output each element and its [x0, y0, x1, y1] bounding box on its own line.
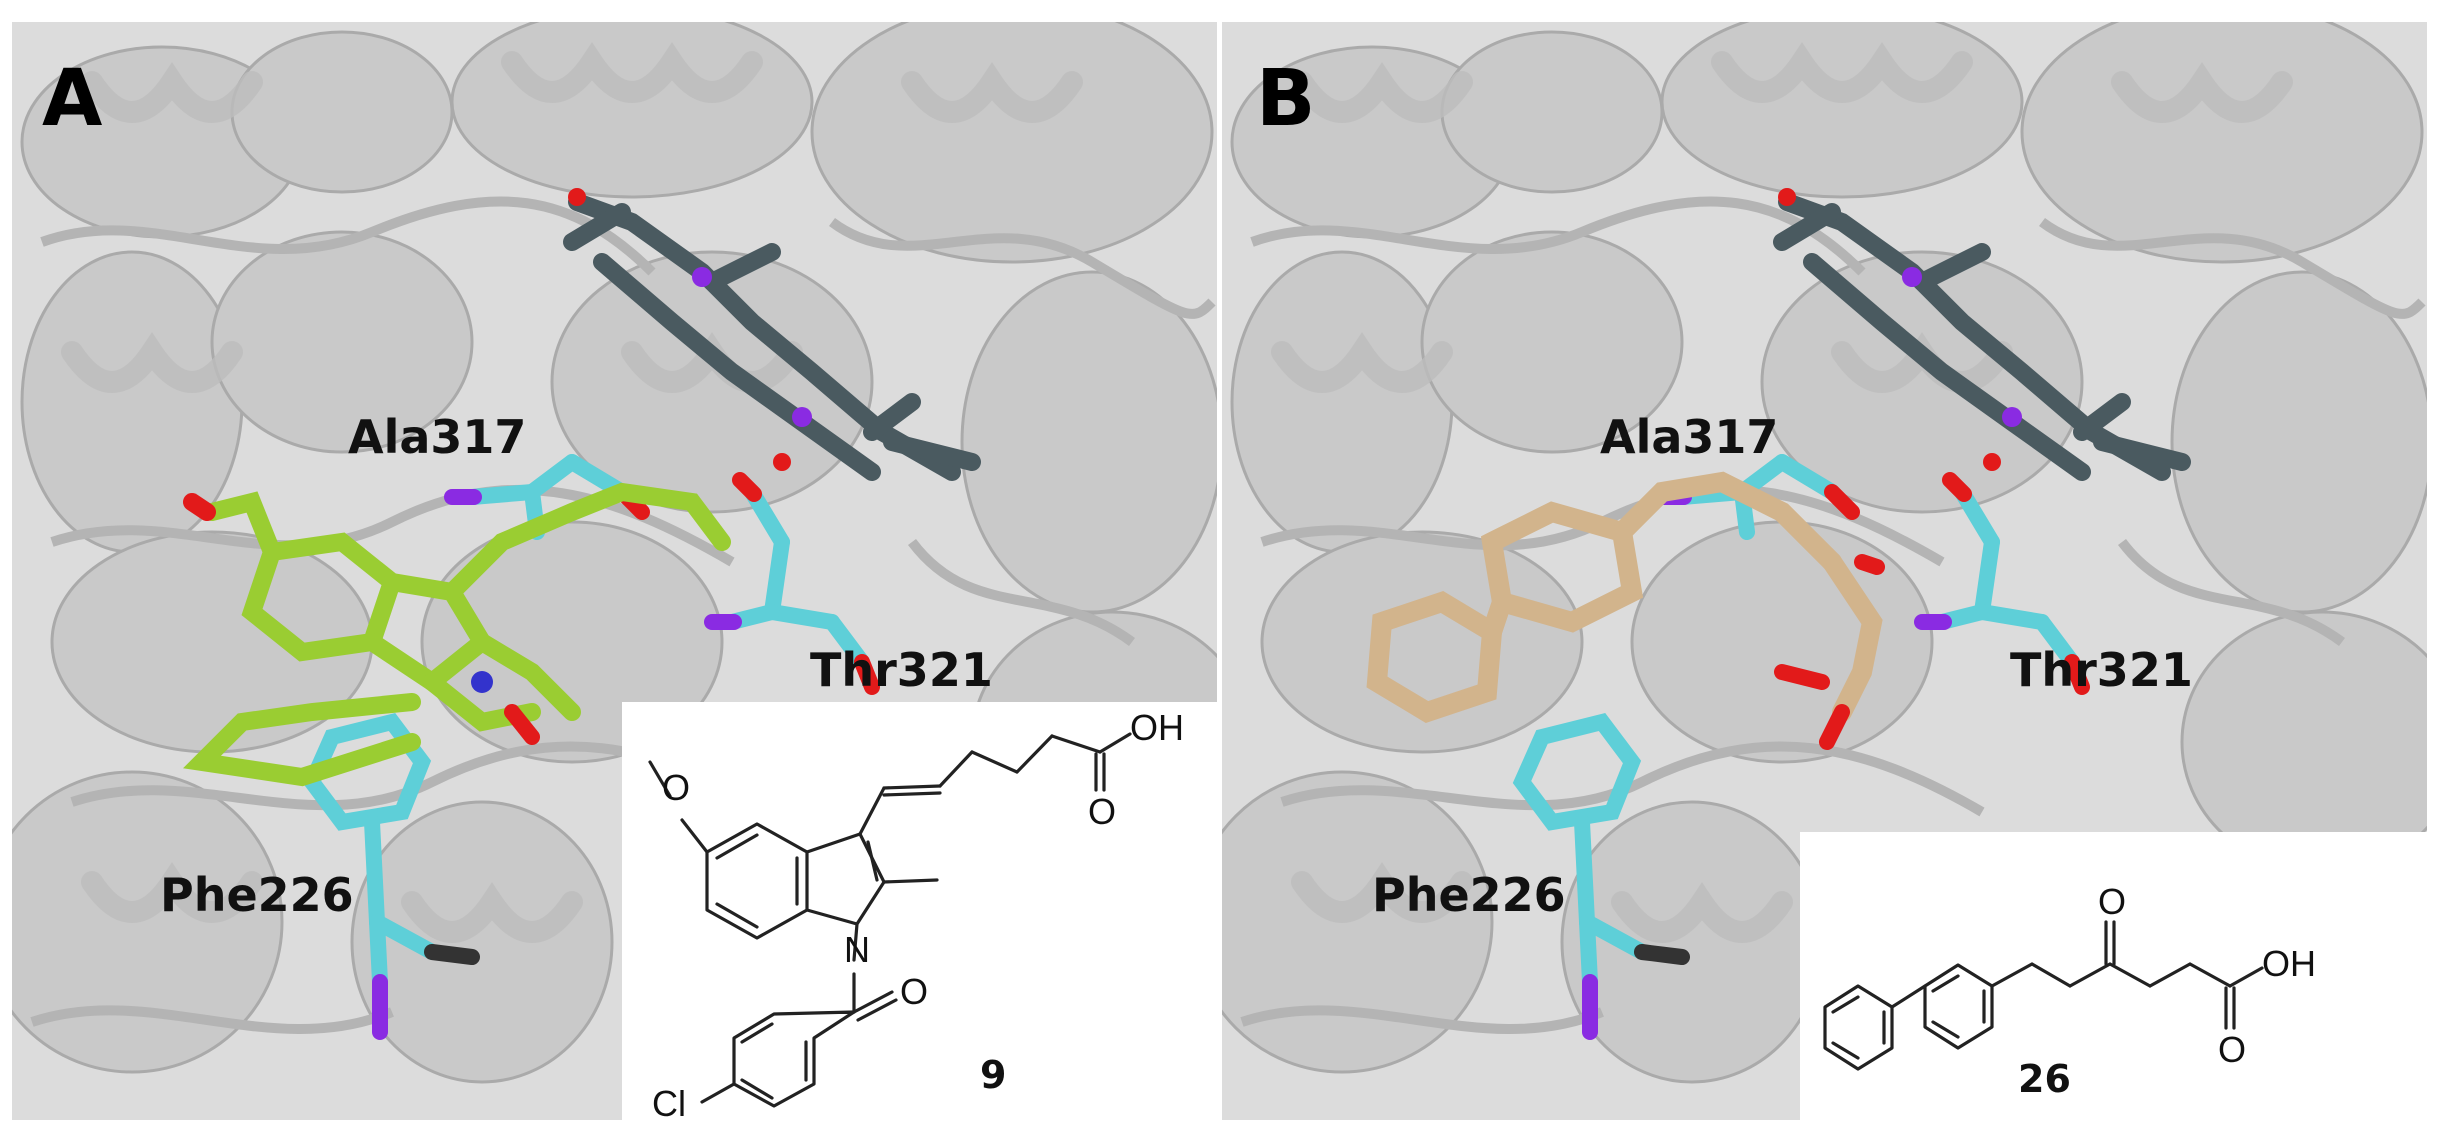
structure-drawing-26 [1823, 920, 2264, 1071]
heme-a [563, 193, 981, 481]
residue-phe226-b [1512, 712, 1650, 990]
protein-cartoon-a [12, 22, 1217, 1084]
atom-n-indole: N [844, 929, 870, 970]
structure-inset-9: O OH O N O Cl 9 [622, 702, 1217, 1120]
heme-oxygens-a [568, 188, 791, 471]
atom-oh-acid-26: OH [2262, 943, 2316, 984]
heme-b [1773, 193, 2191, 481]
compound-number-9: 9 [980, 1053, 1007, 1097]
atom-o-amide: O [900, 971, 929, 1012]
panel-letter-b: B [1256, 54, 1316, 144]
residue-thr321-b [1934, 484, 2080, 670]
residue-label-thr321-b: Thr321 [2010, 643, 2193, 697]
residue-label-ala317-a: Ala317 [348, 410, 527, 464]
ligand-9 [183, 482, 731, 787]
atom-o-acid-26: O [2218, 1029, 2247, 1070]
residue-label-ala317-b: Ala317 [1600, 410, 1779, 464]
residue-label-phe226-b: Phe226 [1372, 868, 1566, 922]
atom-o-methoxy: O [662, 767, 691, 808]
protein-structure-a [12, 22, 1217, 1084]
ligand-26 [1366, 471, 1883, 723]
atom-o-keto: O [2098, 881, 2127, 922]
panel-letter-a: A [42, 54, 103, 144]
heme-nitrogens-b [1902, 267, 2022, 427]
residue-thr321-a [724, 484, 870, 670]
atom-cl: Cl [652, 1083, 686, 1121]
structure-drawing-9 [648, 732, 1132, 1108]
heme-oxygens-b [1778, 188, 2001, 471]
atom-o-acid-9: O [1088, 791, 1117, 832]
panel-a: A Ala317 Thr321 Phe226 [12, 22, 1217, 1120]
structure-inset-26: O OH O 26 [1800, 832, 2427, 1120]
residue-label-thr321-a: Thr321 [810, 643, 993, 697]
protein-structure-b [1222, 22, 2427, 1084]
panel-b: B Ala317 Thr321 Phe226 [1222, 22, 2427, 1120]
residue-label-phe226-a: Phe226 [160, 868, 354, 922]
heme-nitrogens-a [692, 267, 812, 427]
compound-number-26: 26 [2018, 1057, 2071, 1101]
atom-oh-acid-9: OH [1130, 707, 1184, 748]
